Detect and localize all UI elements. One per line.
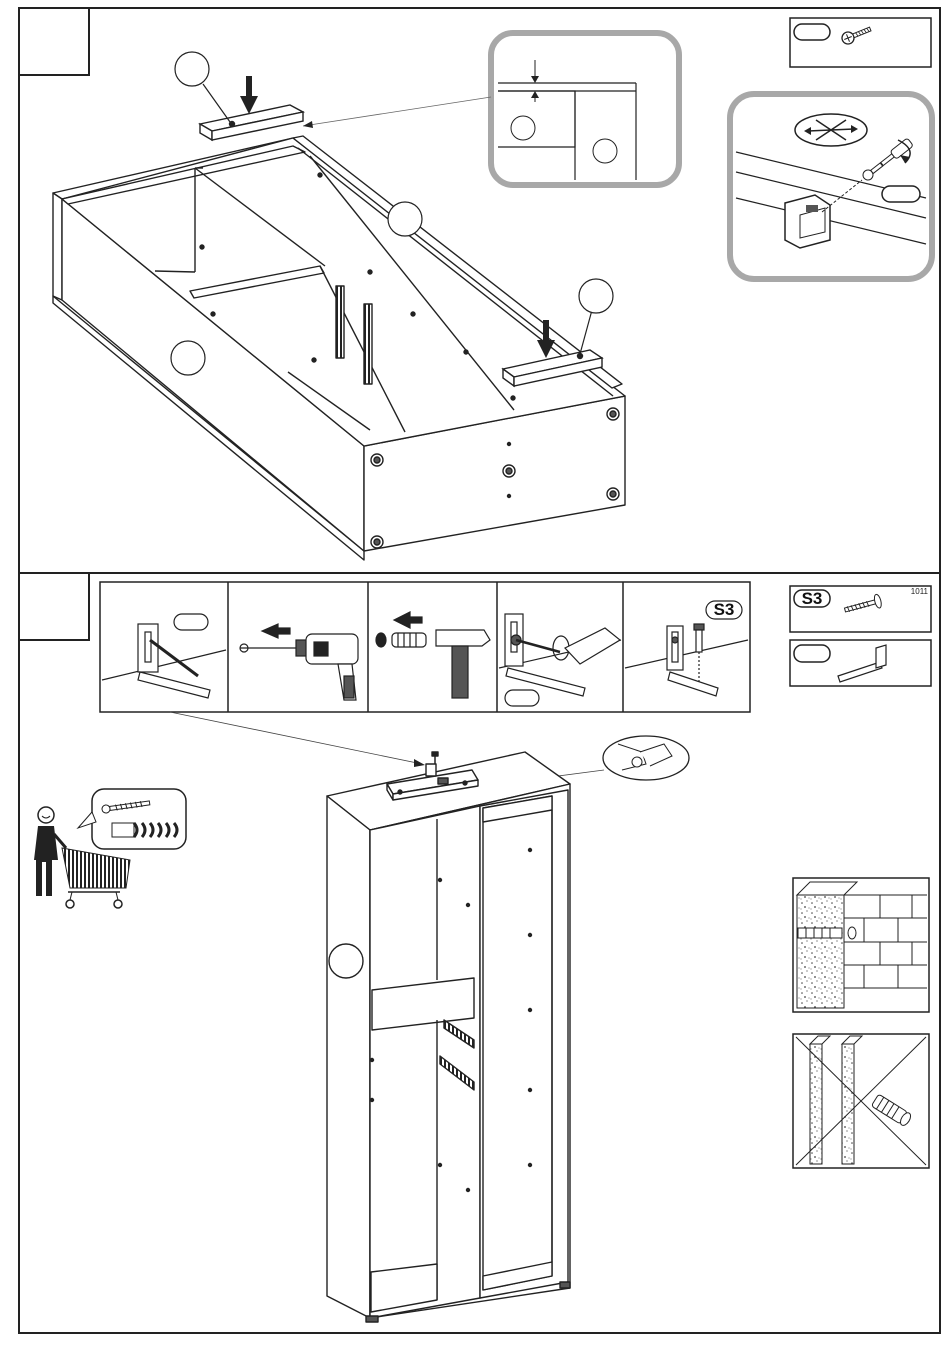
hardware-s3-badge: S3 <box>802 589 823 608</box>
callout-b <box>388 202 422 236</box>
step-2-panel: S3 S3 1011 <box>19 573 940 1333</box>
detail-gap-magnifier <box>303 33 679 185</box>
callout-a <box>175 52 209 86</box>
callout-d <box>171 341 205 375</box>
step-1-panel <box>19 8 940 573</box>
wall-plug-icon <box>392 633 426 647</box>
hardware-badge <box>794 24 830 40</box>
hardware-box-bracket <box>790 640 931 686</box>
step-1-number-box <box>19 8 89 75</box>
hardware-box-step-2: S3 1011 <box>790 586 931 632</box>
screw-icon <box>694 624 704 652</box>
wall-type-drywall-crossed <box>793 1034 929 1168</box>
detail-bracket-magnifier <box>730 94 932 279</box>
shopping-cart-icon <box>34 789 186 908</box>
hardware-code: 1011 <box>911 587 929 596</box>
hardware-box-step-1 <box>790 18 931 67</box>
cabinet-carcass-lying <box>53 136 625 560</box>
wall-bracket-icon <box>838 645 886 682</box>
screw-icon <box>840 23 872 45</box>
callout-c <box>579 279 613 313</box>
wall-fixing-strip: S3 <box>100 582 750 712</box>
screw-icon <box>843 594 882 617</box>
inset-badge <box>882 186 920 202</box>
step-2-number-box <box>19 573 89 640</box>
cabinet-standing <box>327 752 570 1322</box>
cabinet-callout <box>329 944 363 978</box>
wall-type-solid <box>793 878 929 1012</box>
rail-piece-left <box>200 105 303 140</box>
screw-icon <box>426 752 438 776</box>
strip-badge-s3: S3 <box>714 600 735 619</box>
bracket-detail-bubble <box>603 736 689 780</box>
